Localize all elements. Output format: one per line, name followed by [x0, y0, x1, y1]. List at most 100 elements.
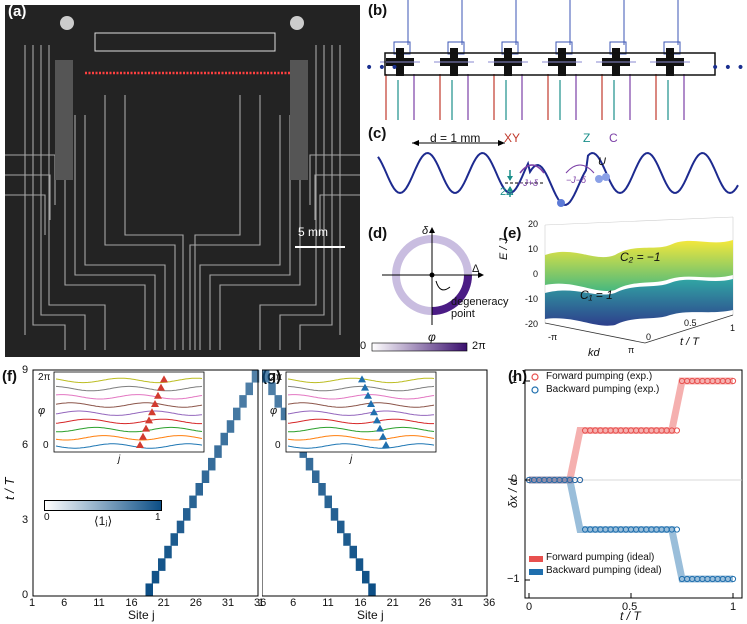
h-legend-bwd-ideal: Backward pumping (ideal)	[546, 565, 662, 576]
colorbar-max: 2π	[472, 340, 486, 352]
potential-diagram	[377, 140, 739, 207]
inset-curve	[55, 410, 203, 416]
g-xtick: 16	[354, 597, 367, 609]
f-ytick-3: 9	[22, 364, 29, 376]
heat-cell	[362, 570, 370, 584]
band-structure-3d	[544, 216, 734, 344]
g-inset-ylabel: φ	[270, 405, 278, 417]
inset-peak	[142, 424, 150, 432]
data-point	[576, 476, 584, 484]
qubit-cell	[596, 0, 636, 120]
inset-peak	[148, 408, 156, 416]
panel-h-label: (h)	[508, 368, 528, 385]
heat-cell	[189, 495, 197, 509]
inset-curve	[288, 426, 435, 433]
e-ytick-3: -10	[525, 294, 539, 304]
f-inset-ytick-bot: 0	[43, 440, 49, 451]
e-ytick-2: 0	[533, 269, 539, 279]
h-xtick-2: 1	[730, 601, 737, 613]
e-ttick-2: 1	[730, 323, 736, 333]
heat-cell	[151, 570, 160, 584]
heat-cell	[343, 533, 351, 546]
inset-curve	[56, 426, 203, 433]
g-xtick: 1	[258, 597, 265, 609]
heat-cell	[170, 533, 178, 546]
qubit-cell	[380, 0, 420, 120]
f-xlabel: Site j	[128, 608, 155, 622]
inset-peak	[361, 383, 369, 391]
inset-curve	[287, 435, 435, 441]
e-ttick-0: 0	[646, 332, 652, 342]
colorbar-min: 0	[360, 340, 367, 352]
inset-curve	[287, 443, 435, 449]
f-xtick: 16	[125, 597, 138, 609]
heat-cell	[226, 420, 235, 433]
inset-curve	[55, 402, 203, 408]
f-colorbar-label: ⟨1ⱼ⟩	[94, 514, 113, 528]
inset-curve	[287, 402, 435, 408]
h-ytick-0: 1	[511, 374, 518, 386]
heat-cell	[324, 495, 332, 509]
h-xtick-0: 0	[526, 601, 533, 613]
e-xlabel: kd	[588, 347, 600, 359]
e-ktick-0: -π	[548, 332, 558, 342]
g-xtick: 36	[483, 597, 496, 609]
inset-peak	[139, 432, 147, 440]
panel-b-label: (b)	[368, 2, 388, 19]
inset-curve	[55, 385, 203, 392]
heat-cell	[201, 470, 210, 483]
g-inset-ytick-top: 2π	[270, 372, 283, 383]
line-c-label: C	[609, 131, 618, 145]
qubit-cell	[542, 0, 582, 120]
panel-c-label: (c)	[368, 125, 387, 142]
f-colorbar	[44, 500, 162, 511]
g-xtick: 11	[322, 597, 334, 609]
heatmap-f	[32, 369, 260, 597]
inset-peak	[382, 441, 390, 448]
inset-peak	[145, 416, 153, 424]
hop-label-2: −J−δ	[566, 175, 587, 185]
inset-peak	[370, 408, 378, 416]
f-xtick: 21	[157, 597, 170, 609]
heat-cell	[214, 445, 222, 458]
inset-curve	[55, 394, 203, 400]
h-ytick-1: 0	[511, 473, 518, 485]
panel-e-label: (e)	[503, 225, 522, 242]
heat-cell	[239, 395, 247, 408]
heat-cell	[251, 370, 260, 383]
heat-cell	[220, 432, 228, 446]
chip-wiring	[5, 16, 360, 350]
data-point	[673, 526, 680, 533]
heat-cell	[274, 395, 282, 408]
heat-cell	[305, 457, 314, 471]
heat-cell	[318, 483, 326, 496]
f-ytick-1: 3	[22, 514, 29, 526]
heat-cell	[280, 407, 289, 421]
h-ytick-2: −1	[507, 573, 520, 585]
g-xtick: 6	[290, 597, 297, 609]
heat-cell	[233, 407, 241, 421]
inset-curve	[287, 385, 435, 392]
svg-text:• • •: • • •	[365, 60, 399, 76]
e-ktick-1: π	[628, 345, 635, 355]
inset-peak	[379, 432, 387, 440]
svg-text:• • •: • • •	[711, 60, 745, 76]
g-inset-xlabel: j	[350, 454, 353, 465]
inset-curve	[55, 435, 203, 441]
heat-cell	[330, 508, 339, 521]
heat-cell	[312, 470, 320, 483]
e-ytick-0: 20	[528, 219, 539, 229]
heat-cell	[145, 583, 153, 596]
band-bottom-label: C₁ = 1	[580, 288, 613, 302]
delta-label: 2Δ	[500, 186, 514, 198]
data-point	[729, 575, 737, 583]
f-colorbar-max: 1	[155, 512, 161, 523]
inset-curve	[55, 418, 202, 425]
chip-photo: (a) 5 mm	[5, 3, 360, 357]
h-legend-fwd-exp: Forward pumping (exp.)	[546, 371, 653, 382]
delta-axis-label: δ	[422, 225, 429, 237]
data-point	[673, 427, 680, 434]
circuit-schematic: • • • • • •	[365, 0, 745, 120]
heat-cell	[368, 583, 376, 596]
hop-label-1: −J+δ	[518, 178, 539, 188]
